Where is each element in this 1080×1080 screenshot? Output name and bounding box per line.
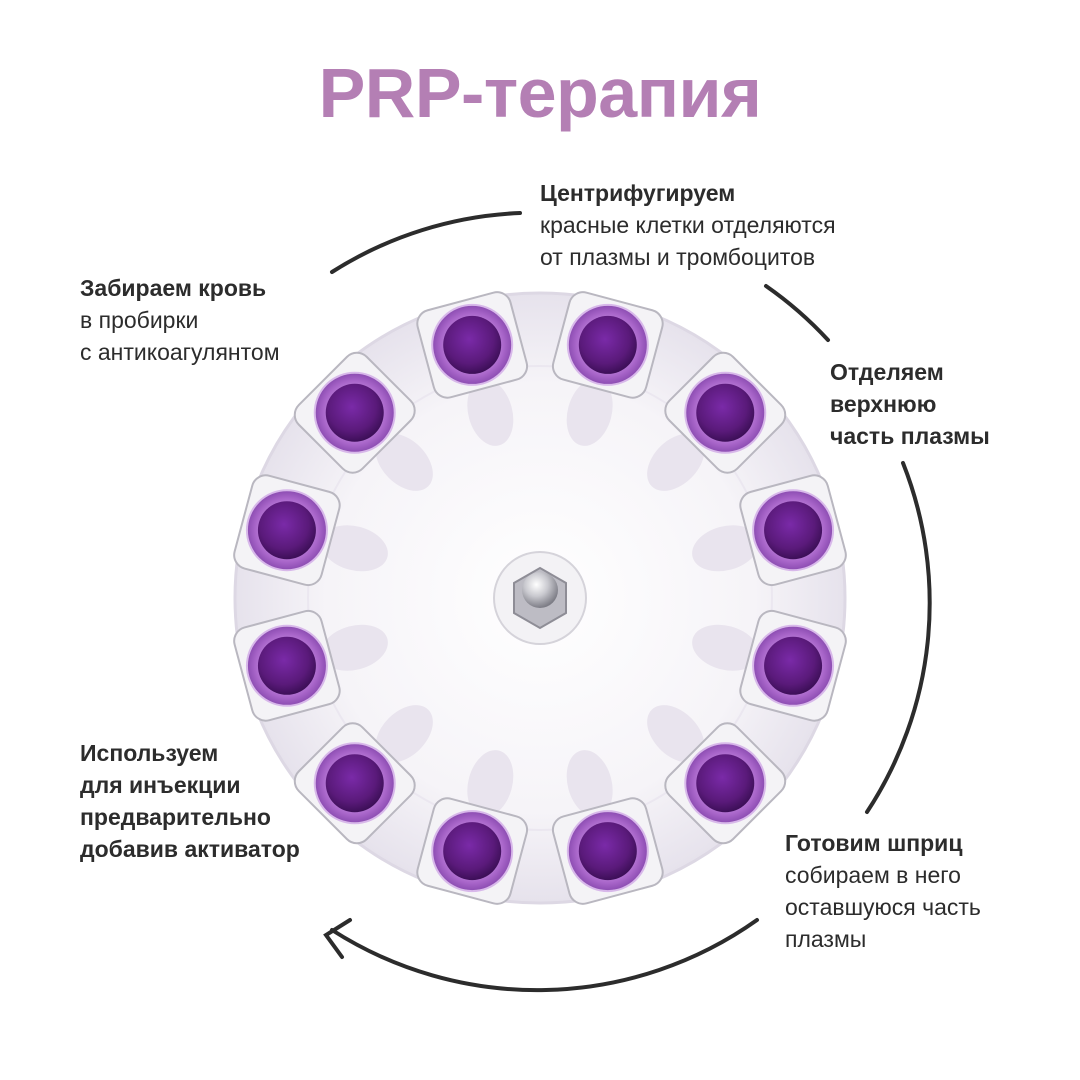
step-heading: Готовим шприц: [785, 830, 963, 856]
test-tube-icon: [664, 351, 787, 474]
rotor-slot: [321, 525, 388, 572]
rotor-slot: [566, 379, 613, 446]
test-tube-icon: [664, 722, 787, 845]
arrow-segment-right: [865, 461, 932, 814]
rotor-slot: [375, 705, 433, 763]
step-line: собираем в него: [785, 862, 961, 888]
rotor-slot: [321, 624, 388, 671]
test-tube-icon: [293, 722, 416, 845]
test-tube-icon: [233, 609, 341, 722]
rotor-slot: [692, 525, 759, 572]
step-line: для инъекции: [80, 772, 241, 798]
test-tube-icon: [551, 797, 664, 905]
step-line: предварительно: [80, 804, 271, 830]
step-line: с антикоагулянтом: [80, 339, 280, 365]
arrow-segment-top: [330, 211, 522, 274]
rotor-slot: [375, 433, 433, 491]
step-prepare-syringe: Готовим шприц собираем в него оставшуюся…: [785, 827, 981, 955]
step-line: часть плазмы: [830, 423, 990, 449]
rotor-hub-icon: [493, 551, 587, 645]
rotor-slots: [321, 379, 759, 817]
step-separate-plasma: Отделяем верхнюю часть плазмы: [830, 356, 990, 452]
rotor-slot: [647, 705, 705, 763]
rotor-slot: [692, 624, 759, 671]
step-heading: Отделяем: [830, 359, 944, 385]
cycle-arrows: [323, 211, 932, 993]
test-tube-icon: [739, 609, 847, 722]
test-tube-icon: [293, 351, 416, 474]
step-heading: Центрифугируем: [540, 180, 736, 206]
step-line: в пробирки: [80, 307, 199, 333]
step-heading: Используем: [80, 740, 219, 766]
arrow-segment-bottom: [330, 918, 759, 993]
step-line: оставшуюся часть: [785, 894, 981, 920]
rotor-slot: [467, 379, 514, 446]
step-centrifuge: Центрифугируем красные клетки отделяются…: [540, 177, 836, 273]
step-heading: Забираем кровь: [80, 275, 267, 301]
test-tube-icon: [416, 291, 529, 399]
test-tube-icon: [233, 474, 341, 587]
step-line: добавив активатор: [80, 836, 300, 862]
step-inject: Используем для инъекции предварительно д…: [80, 737, 300, 865]
rotor-slot: [566, 750, 613, 817]
step-line: от плазмы и тромбоцитов: [540, 244, 816, 270]
step-line: красные клетки отделяются: [540, 212, 836, 238]
step-collect-blood: Забираем кровь в пробирки с антикоагулян…: [80, 272, 280, 368]
test-tubes: [233, 291, 847, 905]
step-line: плазмы: [785, 926, 867, 952]
arrow-head-icon: [323, 918, 352, 959]
rotor-slot: [647, 433, 705, 491]
step-line: верхнюю: [830, 391, 937, 417]
rotor-slot: [467, 750, 514, 817]
arrow-segment-upper-right: [764, 284, 830, 342]
test-tube-icon: [416, 797, 529, 905]
test-tube-icon: [739, 474, 847, 587]
test-tube-icon: [551, 291, 664, 399]
page-title: PRP-терапия: [318, 54, 762, 132]
